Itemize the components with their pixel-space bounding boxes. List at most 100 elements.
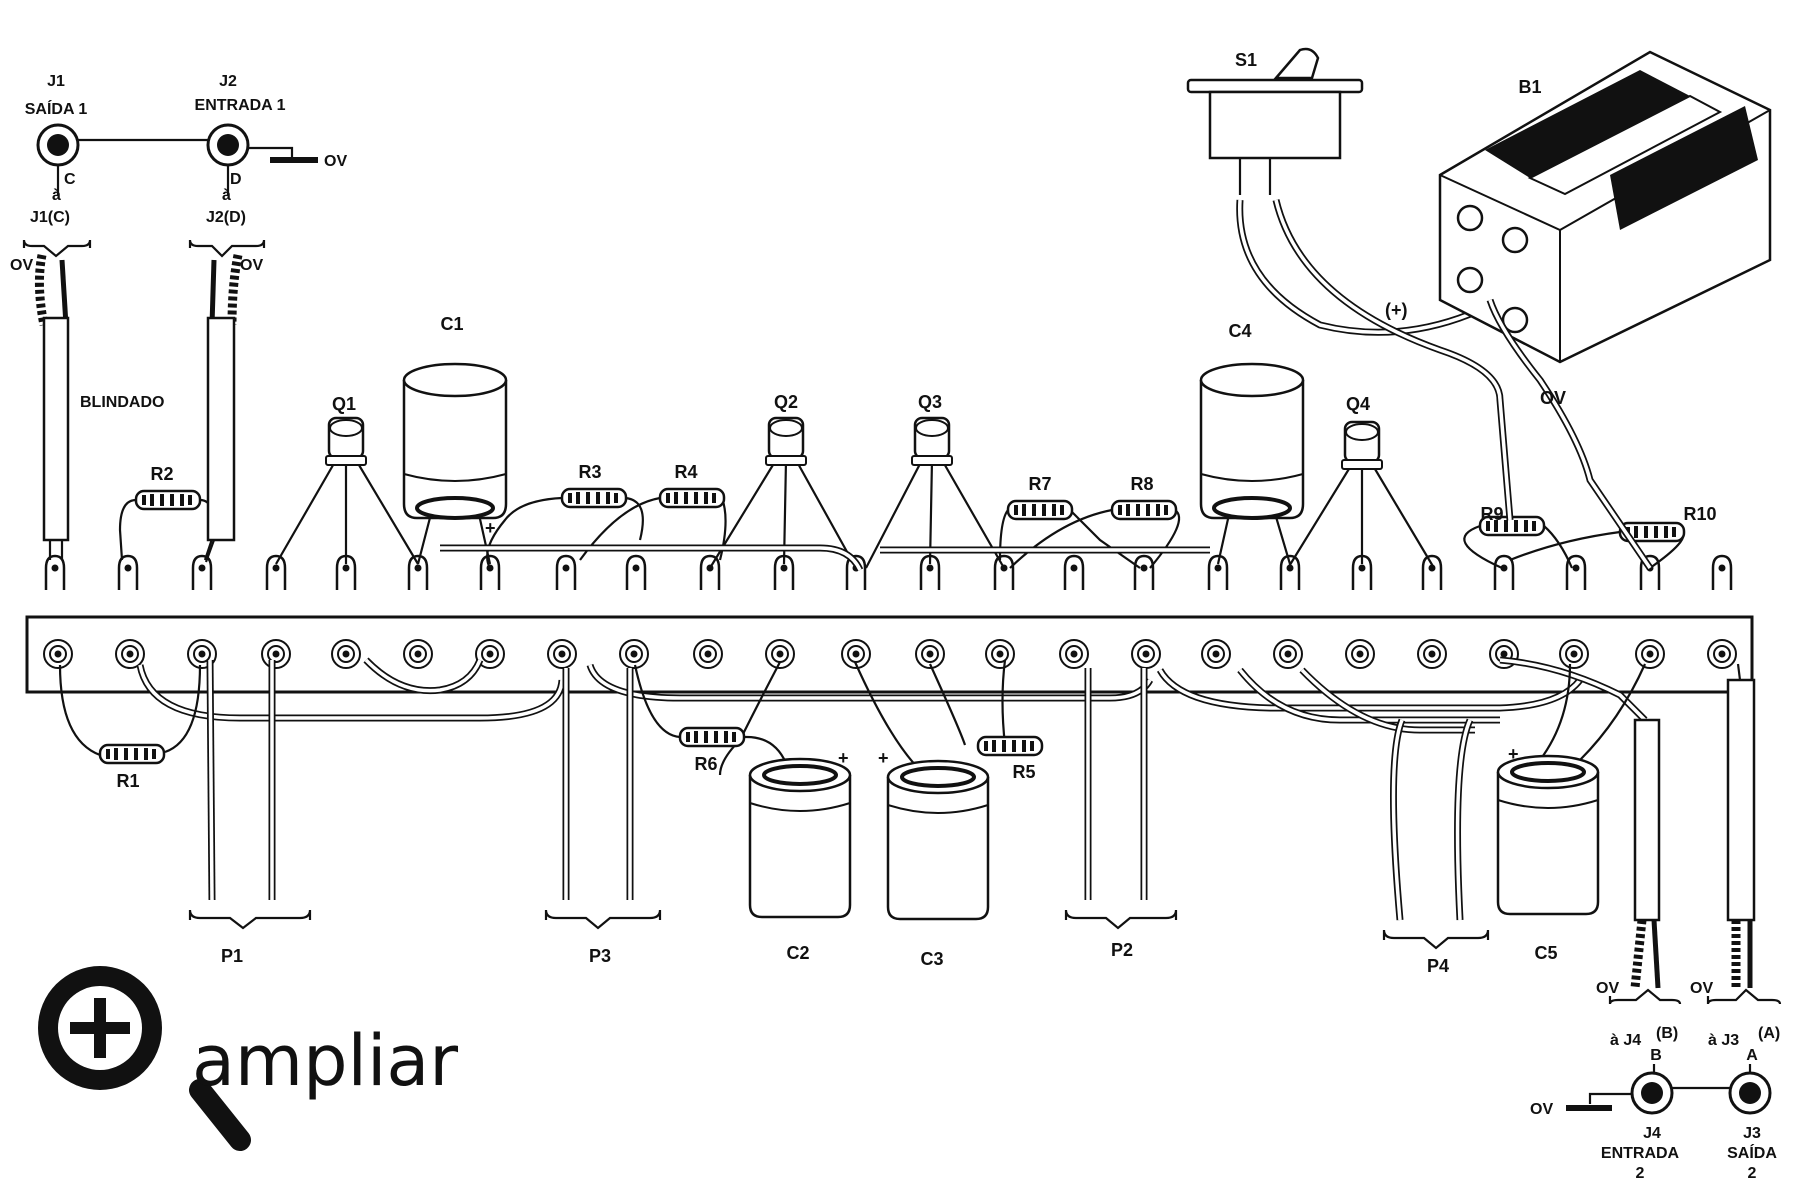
ampliar-label: ampliar	[192, 1020, 458, 1102]
svg-text:OV: OV	[1540, 388, 1566, 408]
svg-text:R3: R3	[578, 462, 601, 482]
svg-text:2: 2	[1636, 1165, 1645, 1182]
capacitor-c5: + C5	[1496, 744, 1600, 963]
jack-j4: B OV J4 ENTRADA 2	[1530, 1047, 1680, 1182]
pot-leads: P1 P3 P2 P4	[188, 659, 1490, 976]
resistor-r7: R7	[998, 474, 1141, 569]
jack-j3: A J3 SAÍDA 2	[1727, 1047, 1777, 1182]
pot-p4: P4	[1382, 718, 1490, 976]
transistors: Q1 Q2 Q3 Q4	[275, 392, 1435, 569]
switch-s1: S1	[1186, 47, 1514, 521]
svg-text:R5: R5	[1012, 762, 1035, 782]
svg-text:C4: C4	[1228, 321, 1251, 341]
ampliar-button[interactable]: ampliar	[38, 966, 458, 1151]
svg-text:C: C	[64, 171, 76, 188]
svg-text:C1: C1	[440, 314, 463, 334]
svg-text:J4: J4	[1643, 1125, 1661, 1142]
pot-label-p1: P1	[221, 946, 243, 966]
transistor-q3: Q3	[865, 392, 1005, 569]
svg-text:OV: OV	[240, 257, 263, 274]
svg-text:C5: C5	[1534, 943, 1557, 963]
svg-text:D: D	[230, 171, 242, 188]
svg-text:à: à	[52, 187, 61, 204]
resistor-r6: R6	[678, 726, 746, 774]
svg-text:+: +	[878, 748, 889, 768]
svg-text:+: +	[485, 518, 496, 538]
magnifier-plus-icon	[38, 966, 251, 1151]
svg-text:R7: R7	[1028, 474, 1051, 494]
capacitors: C1 + C4 + C2 + C3 + C5	[402, 314, 1600, 969]
pot-p3: P3	[544, 668, 662, 966]
pot-label-p3: P3	[589, 946, 611, 966]
transistor-q2: Q2	[709, 392, 857, 569]
capacitor-c1: C1 +	[402, 314, 864, 572]
resistor-r8: R8	[1009, 474, 1181, 569]
shielded-cable-j3: OV à J3 (A)	[1690, 663, 1782, 1049]
svg-text:R2: R2	[150, 464, 173, 484]
svg-text:(B): (B)	[1656, 1025, 1678, 1042]
capacitor-c2: + C2	[748, 748, 852, 963]
svg-text:S1: S1	[1235, 50, 1257, 70]
svg-text:R9: R9	[1480, 504, 1503, 524]
battery-holder-b1: B1 (+) OV	[1385, 50, 1772, 570]
capacitor-c3: + C3	[878, 748, 990, 969]
transistor-q1: Q1	[275, 394, 419, 565]
pot-p1: P1	[188, 659, 312, 966]
svg-text:ENTRADA 1: ENTRADA 1	[195, 97, 286, 114]
svg-text:A: A	[1746, 1047, 1758, 1064]
svg-text:+: +	[838, 748, 849, 768]
pot-label-p4: P4	[1427, 956, 1449, 976]
transistor-q4: Q4	[1287, 394, 1435, 569]
svg-text:2: 2	[1748, 1165, 1757, 1182]
svg-text:Q1: Q1	[332, 394, 356, 414]
svg-text:OV: OV	[1690, 980, 1713, 997]
pot-p2: P2	[1064, 668, 1178, 960]
jack-j2: J2 ENTRADA 1 D à J2(D) OV	[195, 73, 348, 226]
svg-text:à J4: à J4	[1610, 1032, 1641, 1049]
svg-text:Q4: Q4	[1346, 394, 1370, 414]
shielded-label: BLINDADO	[80, 394, 164, 411]
svg-text:R1: R1	[116, 771, 139, 791]
svg-text:SAÍDA 1: SAÍDA 1	[25, 99, 88, 118]
capacitor-c4: C4	[880, 321, 1305, 565]
svg-text:J1: J1	[47, 73, 65, 90]
pot-label-p2: P2	[1111, 940, 1133, 960]
resistor-r10: R10	[1509, 504, 1717, 569]
svg-text:J3: J3	[1743, 1125, 1761, 1142]
svg-text:R10: R10	[1683, 504, 1716, 524]
svg-text:Q3: Q3	[918, 392, 942, 412]
svg-text:J2(D): J2(D)	[206, 209, 246, 226]
jack-j1: J1 SAÍDA 1 C à J1(C)	[25, 73, 88, 226]
svg-text:Q2: Q2	[774, 392, 798, 412]
svg-text:(A): (A)	[1758, 1025, 1780, 1042]
svg-text:B: B	[1650, 1047, 1662, 1064]
svg-text:R8: R8	[1130, 474, 1153, 494]
svg-text:à: à	[222, 187, 231, 204]
svg-text:C2: C2	[786, 943, 809, 963]
svg-text:OV: OV	[324, 153, 347, 170]
svg-text:OV: OV	[10, 257, 33, 274]
svg-text:ENTRADA: ENTRADA	[1601, 1145, 1680, 1162]
shielded-cable-j4: OV à J4 (B)	[1596, 718, 1682, 1049]
svg-text:+: +	[1508, 744, 1519, 764]
svg-text:à J3: à J3	[1708, 1032, 1739, 1049]
terminal-strip	[25, 554, 1754, 694]
solder-lugs	[44, 554, 1733, 592]
svg-text:J1(C): J1(C)	[30, 209, 70, 226]
resistor-r5: R5	[976, 735, 1044, 782]
resistor-r1: R1	[98, 743, 166, 791]
shielded-cable-j1: OV	[10, 239, 92, 560]
resistor-r2: R2	[118, 464, 217, 561]
svg-text:OV: OV	[1530, 1101, 1553, 1118]
svg-text:R6: R6	[694, 754, 717, 774]
svg-text:C3: C3	[920, 949, 943, 969]
svg-text:J2: J2	[219, 73, 237, 90]
svg-text:B1: B1	[1518, 77, 1541, 97]
shielded-cable-j2: OV	[188, 239, 266, 563]
battery-plus-label: (+)	[1385, 300, 1408, 320]
svg-text:OV: OV	[1596, 980, 1619, 997]
svg-text:SAÍDA: SAÍDA	[1727, 1143, 1777, 1162]
resistor-r9: R9	[1463, 504, 1574, 570]
resistor-r3: R3	[486, 462, 644, 569]
